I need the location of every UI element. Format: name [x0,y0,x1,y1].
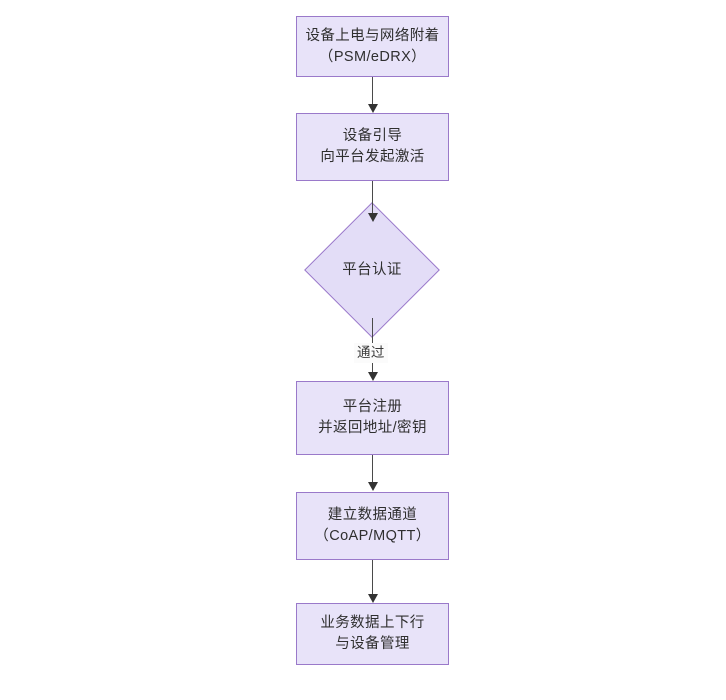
node-device-bootstrap-line1: 设备引导 [342,128,403,144]
arrowhead-n2-n3 [367,213,378,222]
node-business-data-line1: 业务数据上下行 [320,615,425,631]
arrowhead-n1-n2 [367,104,378,113]
node-business-data-line2: 与设备管理 [335,636,410,652]
node-platform-register[interactable]: 平台注册 并返回地址/密钥 [296,381,449,455]
node-platform-auth-decision[interactable]: 平台认证 [304,202,440,338]
connector-n2-n3 [372,181,374,215]
connector-n5-n6 [372,560,374,596]
node-device-bootstrap-line2: 向平台发起激活 [320,149,425,165]
node-platform-auth-label: 平台认证 [342,262,402,278]
arrowhead-n5-n6 [367,594,378,603]
node-device-bootstrap[interactable]: 设备引导 向平台发起激活 [296,113,449,181]
connector-n1-n2 [372,77,374,106]
node-platform-register-line1: 平台注册 [342,399,403,415]
arrowhead-n3-n4 [367,372,378,381]
node-data-channel[interactable]: 建立数据通道 （CoAP/MQTT） [296,492,449,560]
node-device-power-on-line1: 设备上电与网络附着 [305,27,440,44]
node-platform-register-line2: 并返回地址/密钥 [318,420,427,436]
arrowhead-n4-n5 [367,482,378,491]
node-business-data[interactable]: 业务数据上下行 与设备管理 [296,603,449,665]
node-device-power-on-line2: （PSM/eDRX） [318,48,427,65]
node-data-channel-line1: 建立数据通道 [327,507,418,523]
connector-n4-n5 [372,455,374,484]
node-device-power-on[interactable]: 设备上电与网络附着 （PSM/eDRX） [296,16,449,77]
edge-label-pass: 通过 [354,343,388,363]
node-data-channel-line2: （CoAP/MQTT） [314,528,431,544]
